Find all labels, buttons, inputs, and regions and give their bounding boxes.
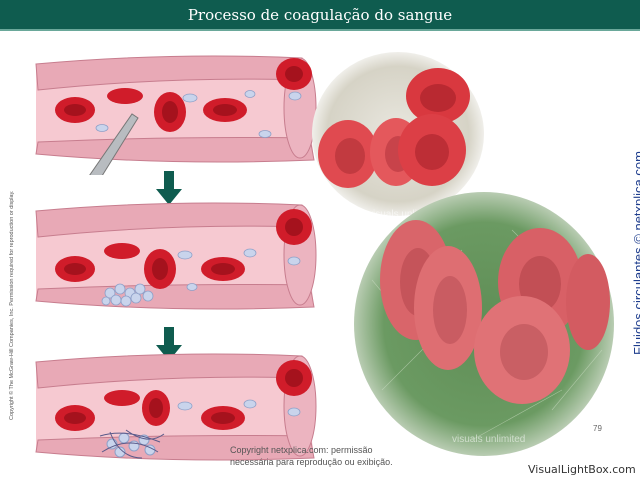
red-blood-cells-micrograph (312, 52, 484, 216)
blood-clot-micrograph (354, 192, 614, 456)
vessel-body (35, 202, 317, 310)
copyright-vertical-text: Copyright © The McGraw-Hill Companies, I… (9, 190, 15, 420)
side-credit-text: Fluidos circulantes © netxplica.com (631, 151, 640, 355)
platelets (95, 90, 302, 138)
blade-icon (89, 113, 139, 175)
red-blood-cells (55, 360, 312, 431)
down-arrow-icon (156, 171, 182, 205)
photo-watermark-text: visuals unlim (368, 209, 426, 220)
page-number: 79 (593, 424, 602, 433)
red-blood-cells (55, 209, 312, 289)
red-blood-cells (380, 220, 610, 404)
vessel-injury-illustration (35, 55, 317, 175)
platelets (177, 248, 301, 291)
vessel-clot-illustration (35, 353, 317, 461)
photo-watermark-text: visuals unlimited (452, 434, 526, 445)
copyright-note: Copyright netxplica.com: permissão neces… (230, 444, 430, 468)
site-watermark: VisualLightBox.com (528, 463, 636, 476)
red-blood-cells (55, 58, 312, 132)
down-arrow-icon (156, 327, 182, 361)
title-bar: Processo de coagulação do sangue (0, 0, 640, 31)
copyright-note-line-1: Copyright netxplica.com: permissão (230, 445, 373, 455)
copyright-note-line-2: necessária para reprodução ou exibição. (230, 457, 393, 467)
platelets (177, 399, 301, 417)
fibrin-clot (99, 429, 165, 459)
vessel-platelet-plug-illustration (35, 202, 317, 310)
page-title: Processo de coagulação do sangue (187, 5, 453, 24)
platelet-cluster (101, 283, 154, 307)
vessel-body (35, 353, 317, 461)
